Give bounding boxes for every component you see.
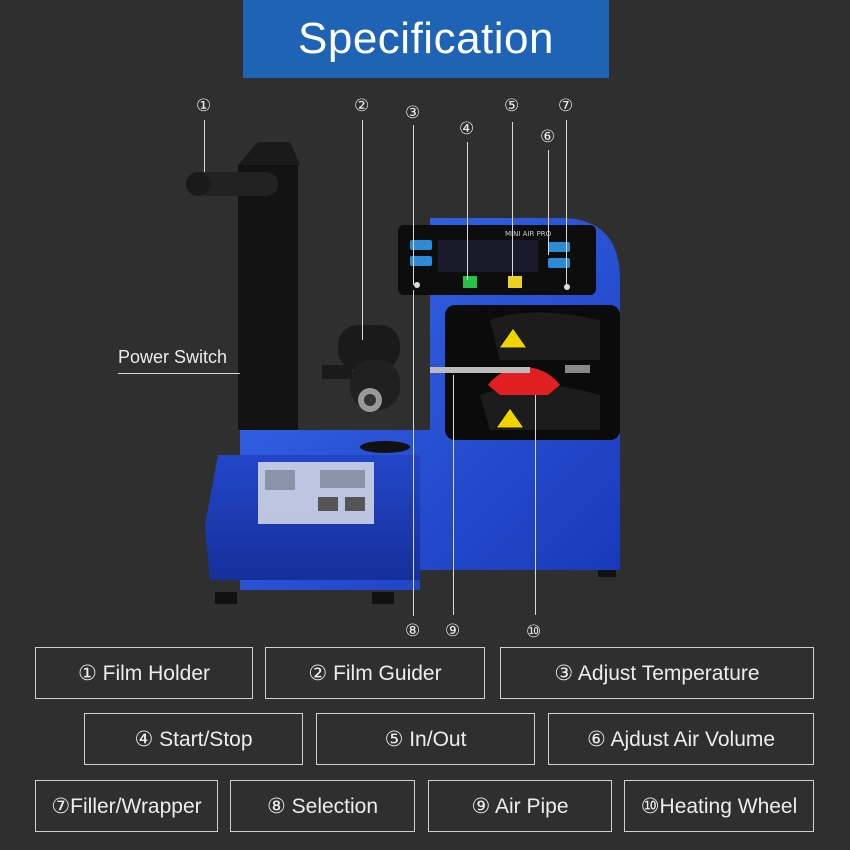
spec-start-stop: ④ Start/Stop — [84, 713, 303, 765]
spec-heating-wheel: ⑩Heating Wheel — [624, 780, 814, 832]
callout-9: ⑨ — [445, 621, 461, 641]
spec-label: ① Film Holder — [77, 661, 210, 685]
callout-4: ④ — [459, 119, 475, 139]
spec-in-out: ⑤ In/Out — [316, 713, 535, 765]
spec-film-holder: ① Film Holder — [35, 647, 253, 699]
callout-3: ③ — [405, 103, 421, 123]
spec-label: ⑦Filler/Wrapper — [51, 794, 202, 818]
spec-label: ③ Adjust Temperature — [554, 661, 760, 685]
power-switch-label: Power Switch — [118, 347, 228, 367]
spec-label: ② Film Guider — [308, 661, 442, 685]
spec-filler-wrapper: ⑦Filler/Wrapper — [35, 780, 218, 832]
callout-7: ⑦ — [558, 96, 574, 116]
callout-10: ⑩ — [526, 622, 542, 642]
callout-1: ① — [196, 96, 212, 116]
spec-adjust-air-volume: ⑥ Ajdust Air Volume — [548, 713, 814, 765]
spec-selection: ⑧ Selection — [230, 780, 415, 832]
title-banner: Specification — [243, 0, 609, 78]
film-holder-shaft — [196, 172, 278, 196]
spec-adjust-temperature: ③ Adjust Temperature — [500, 647, 814, 699]
air-pipe — [430, 367, 530, 373]
spec-label: ⑩Heating Wheel — [640, 794, 798, 818]
callout-2: ② — [354, 96, 370, 116]
spec-label: ④ Start/Stop — [134, 727, 253, 751]
film-holder-tower — [238, 165, 298, 430]
spec-label: ⑤ In/Out — [384, 727, 467, 751]
callout-8: ⑧ — [405, 621, 421, 641]
spec-label: ⑨ Air Pipe — [471, 794, 569, 818]
callout-5: ⑤ — [504, 96, 520, 116]
page-title: Specification — [298, 14, 554, 63]
spec-air-pipe: ⑨ Air Pipe — [428, 780, 612, 832]
spec-film-guider: ② Film Guider — [265, 647, 485, 699]
film-guider — [338, 325, 400, 370]
panel-brand-text: MINI AIR PRO — [505, 230, 552, 238]
spec-label: ⑥ Ajdust Air Volume — [586, 727, 776, 751]
heating-wheel — [488, 367, 560, 395]
spec-label: ⑧ Selection — [266, 794, 379, 818]
callout-6: ⑥ — [540, 127, 556, 147]
